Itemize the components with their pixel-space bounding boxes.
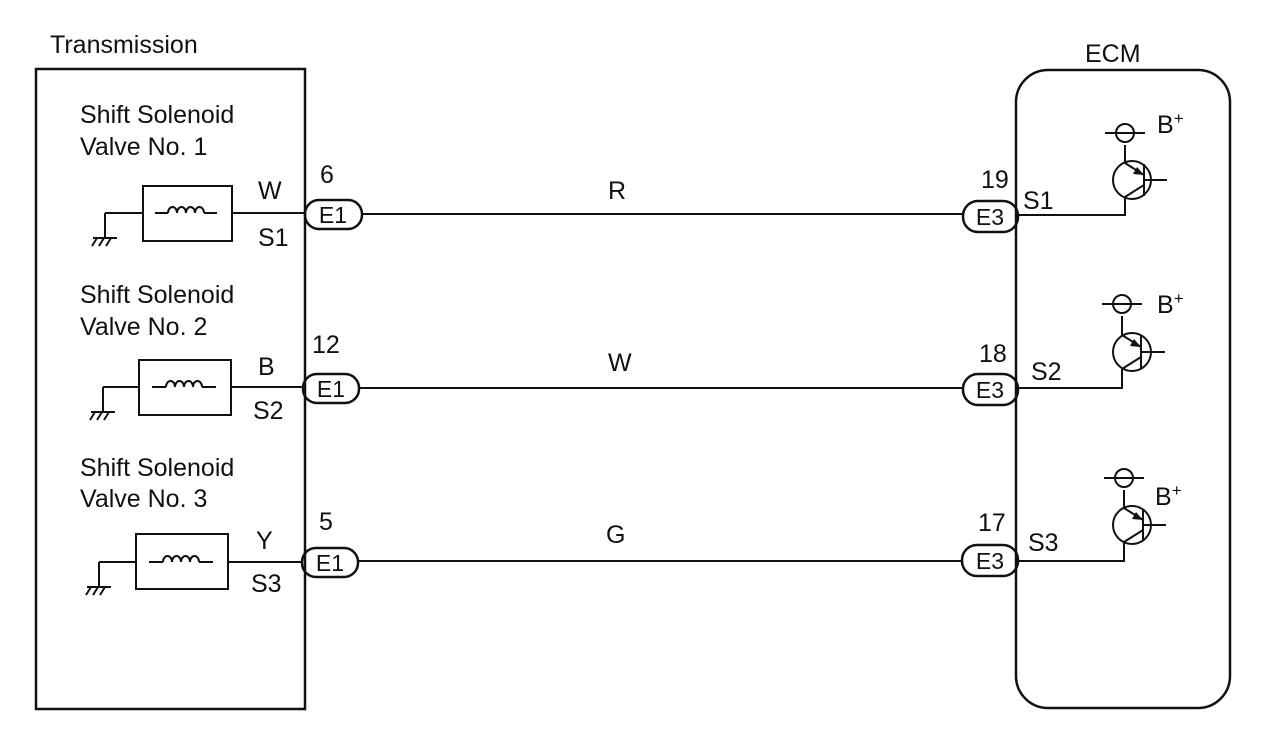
connector-e3-label: E3 [976,204,1004,230]
connector-e1-label: E1 [317,376,345,402]
circuit-s3: Shift Solenoid Valve No. 3 Y S3 5 E1 G 1… [80,454,1182,598]
harness-wire-1-color: R [608,177,626,205]
ecm-terminal-2: S2 [1031,358,1062,386]
solenoid-1-terminal: S1 [258,224,289,252]
coil-icon [152,380,216,388]
solenoid-2-name: Shift Solenoid [80,281,234,309]
solenoid-1-valve: Valve No. 1 [80,133,207,161]
supply-b-plus-1: B+ [1157,109,1184,139]
solenoid-3-terminal: S3 [251,570,282,598]
transmission-title: Transmission [50,31,198,59]
coil-icon [149,555,213,563]
harness-wire-2-color: W [608,349,632,377]
e1-pin-2: 12 [312,331,340,359]
solenoid-1-wire-color: W [258,177,282,205]
connector-e3-label: E3 [976,548,1004,574]
transistor-icon [1102,294,1165,372]
circuit-s1: Shift Solenoid Valve No. 1 W S1 6 E1 R 1… [80,101,1184,252]
ground-icon [89,387,115,421]
e3-pin-3: 17 [978,509,1006,537]
connector-e3-label: E3 [976,377,1004,403]
solenoid-2-valve: Valve No. 2 [80,313,207,341]
solenoid-3-wire-color: Y [256,527,273,555]
transistor-icon [1104,468,1166,545]
solenoid-2-terminal: S2 [253,397,284,425]
connector-e1-label: E1 [316,550,344,576]
transmission-box [34,67,307,711]
solenoid-3-valve: Valve No. 3 [80,485,207,513]
solenoid-2-wire-color: B [258,353,275,381]
solenoid-1-name: Shift Solenoid [80,101,234,129]
transistor-icon [1105,123,1167,200]
e3-pin-1: 19 [981,166,1009,194]
ground-icon [91,213,117,247]
harness-wire-3-color: G [606,521,625,549]
connector-e3 [961,199,1020,234]
circuit-s2: Shift Solenoid Valve No. 2 B S2 12 E1 W … [80,281,1184,425]
connector-e3 [961,372,1020,407]
coil-icon [155,206,217,214]
supply-b-plus-3: B+ [1155,481,1182,511]
e3-pin-2: 18 [979,340,1007,368]
e1-pin-1: 6 [320,161,334,189]
supply-b-plus-2: B+ [1157,289,1184,319]
solenoid-3-name: Shift Solenoid [80,454,234,482]
ecm-title: ECM [1085,40,1141,68]
ecm-terminal-1: S1 [1023,187,1054,215]
ecm-terminal-3: S3 [1028,529,1059,557]
connector-e1-label: E1 [319,202,347,228]
e1-pin-3: 5 [319,508,333,536]
ecm-box [1014,68,1232,710]
ground-icon [85,562,111,596]
connector-e1 [300,546,360,579]
